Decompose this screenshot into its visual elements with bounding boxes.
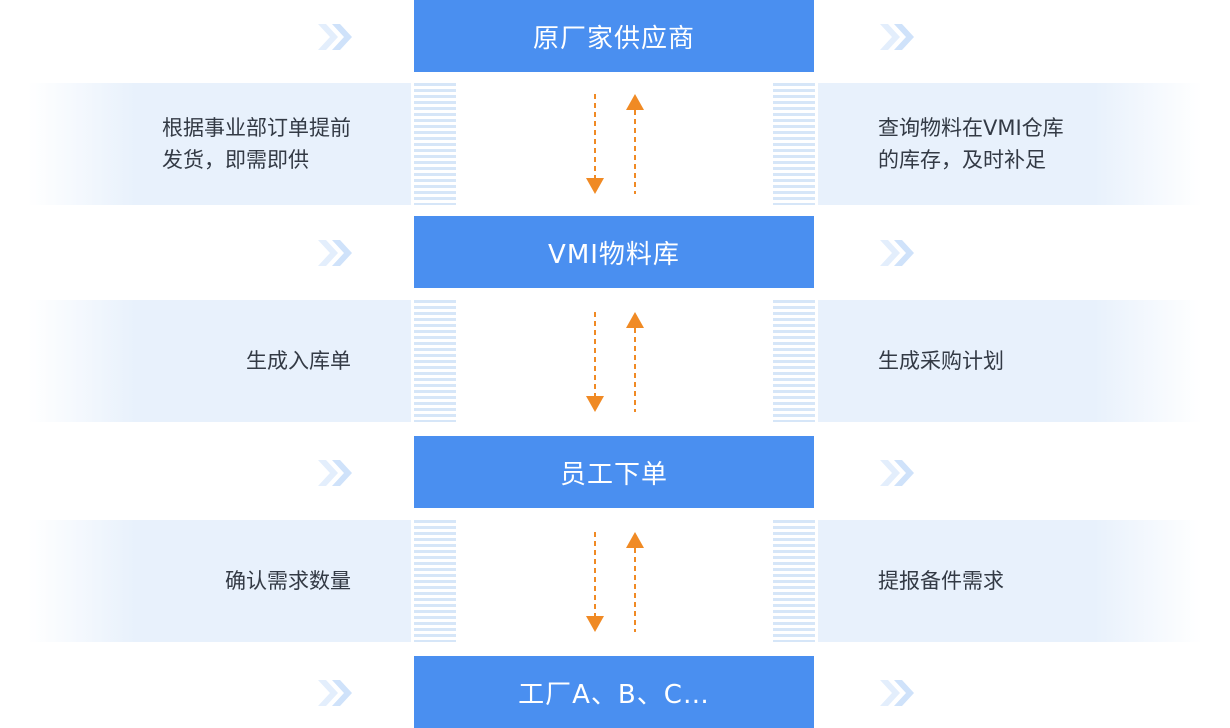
double-chevron-right-icon <box>880 240 914 266</box>
step-label: 员工下单 <box>559 459 668 490</box>
transition-left-panel: 确认需求数量 <box>28 520 411 642</box>
step-label: 工厂A、B、C… <box>518 679 710 710</box>
transition-right-panel: 查询物料在VMI仓库 的库存，及时补足 <box>818 83 1202 205</box>
transition-right-text: 生成采购计划 <box>878 349 1004 373</box>
stripe-decoration <box>414 83 456 205</box>
double-chevron-right-icon <box>880 460 914 486</box>
dashed-arrow-up-icon <box>626 532 644 632</box>
double-chevron-right-icon <box>318 240 352 266</box>
stripe-decoration <box>414 520 456 642</box>
dashed-arrow-up-icon <box>626 94 644 194</box>
transition-left-text: 确认需求数量 <box>225 569 351 593</box>
step-box-factories: 工厂A、B、C… <box>414 656 814 728</box>
double-chevron-right-icon <box>318 24 352 50</box>
step-label: 原厂家供应商 <box>532 23 695 54</box>
connector-arrows <box>586 532 644 632</box>
double-chevron-right-icon <box>880 680 914 706</box>
dashed-arrow-down-icon <box>586 312 604 412</box>
double-chevron-right-icon <box>318 460 352 486</box>
step-box-vmi-warehouse: VMI物料库 <box>414 216 814 288</box>
transition-right-text: 提报备件需求 <box>878 569 1004 593</box>
dashed-arrow-down-icon <box>586 94 604 194</box>
stripe-decoration <box>773 83 815 205</box>
transition-left-text: 生成入库单 <box>246 349 351 373</box>
stripe-decoration <box>773 520 815 642</box>
connector-arrows <box>586 312 644 412</box>
transition-left-text: 根据事业部订单提前 发货，即需即供 <box>162 116 351 172</box>
dashed-arrow-up-icon <box>626 312 644 412</box>
stripe-decoration <box>414 300 456 422</box>
double-chevron-right-icon <box>880 24 914 50</box>
transition-right-text: 查询物料在VMI仓库 的库存，及时补足 <box>878 116 1064 172</box>
double-chevron-right-icon <box>318 680 352 706</box>
dashed-arrow-down-icon <box>586 532 604 632</box>
stripe-decoration <box>773 300 815 422</box>
step-box-employee-order: 员工下单 <box>414 436 814 508</box>
transition-left-panel: 生成入库单 <box>28 300 411 422</box>
transition-right-panel: 生成采购计划 <box>818 300 1202 422</box>
connector-arrows <box>586 94 644 194</box>
transition-right-panel: 提报备件需求 <box>818 520 1202 642</box>
step-label: VMI物料库 <box>548 239 680 270</box>
step-box-supplier: 原厂家供应商 <box>414 0 814 72</box>
transition-left-panel: 根据事业部订单提前 发货，即需即供 <box>28 83 411 205</box>
